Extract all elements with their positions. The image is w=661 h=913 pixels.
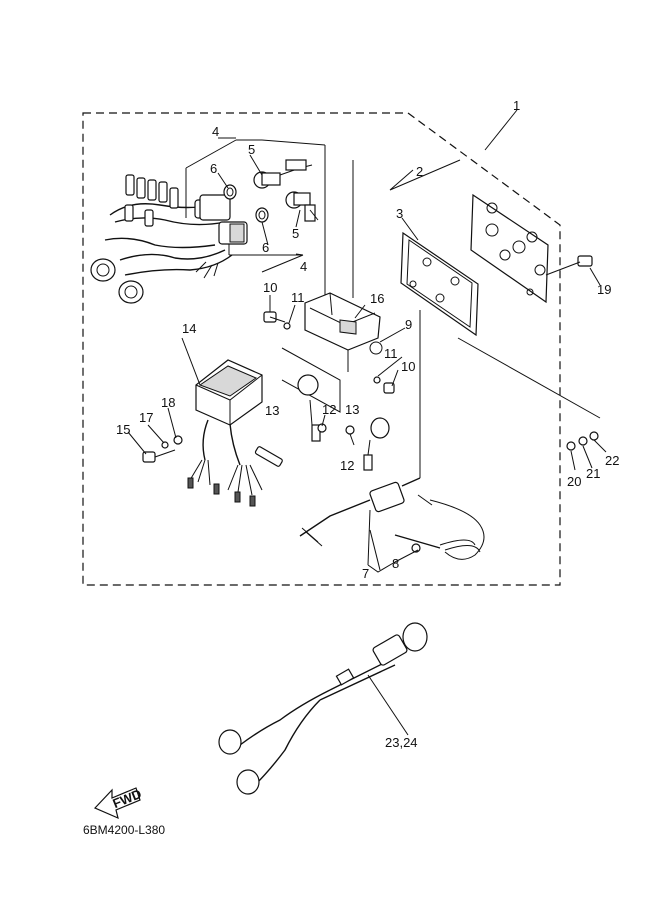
callout-7: 7	[362, 566, 369, 581]
callout-23-24: 23,24	[385, 735, 418, 750]
callout-14: 14	[182, 321, 196, 336]
callout-16: 16	[370, 291, 384, 306]
callout-8: 8	[392, 556, 399, 571]
callout-11-left: 11	[291, 290, 305, 305]
callout-4-top: 4	[212, 124, 219, 139]
callout-9: 9	[405, 317, 412, 332]
callout-6-top: 6	[210, 161, 217, 176]
callout-3: 3	[396, 206, 403, 221]
switch-modules	[281, 347, 390, 471]
callout-12-upper: 12	[322, 402, 336, 417]
callout-18: 18	[161, 395, 175, 410]
fwd-label: FWD	[111, 786, 144, 811]
fwd-arrow-icon: FWD	[93, 786, 144, 820]
right-hardware	[457, 255, 601, 451]
screws	[263, 311, 395, 394]
callout-5-bottom: 5	[292, 226, 299, 241]
callout-1: 1	[513, 98, 520, 113]
key-switches	[253, 159, 319, 222]
panel-plate	[470, 193, 549, 304]
callout-6-bottom: 6	[262, 240, 269, 255]
callout-11-right: 11	[384, 346, 398, 361]
callout-4-bottom: 4	[300, 259, 307, 274]
callout-2: 2	[416, 164, 423, 179]
callout-17: 17	[139, 410, 153, 425]
bolt	[142, 435, 183, 463]
callout-22: 22	[605, 453, 619, 468]
part-code: 6BM4200-L380	[83, 823, 165, 837]
callout-21: 21	[586, 466, 600, 481]
mount-bracket	[304, 150, 383, 372]
control-unit	[187, 359, 283, 507]
washers	[223, 184, 269, 223]
callout-13-left: 13	[265, 403, 279, 418]
leader-lines	[127, 109, 607, 736]
switch-assembly	[90, 139, 326, 304]
callout-12-lower: 12	[340, 458, 354, 473]
gasket	[400, 231, 479, 337]
kit-boundary	[82, 112, 561, 586]
callout-15: 15	[116, 422, 130, 437]
callout-10-right: 10	[401, 359, 415, 374]
callout-10-left: 10	[263, 280, 277, 295]
extension-harness	[218, 622, 428, 795]
callout-19: 19	[597, 282, 611, 297]
callout-20: 20	[567, 474, 581, 489]
callout-5-top: 5	[248, 142, 255, 157]
callout-13-right: 13	[345, 402, 359, 417]
